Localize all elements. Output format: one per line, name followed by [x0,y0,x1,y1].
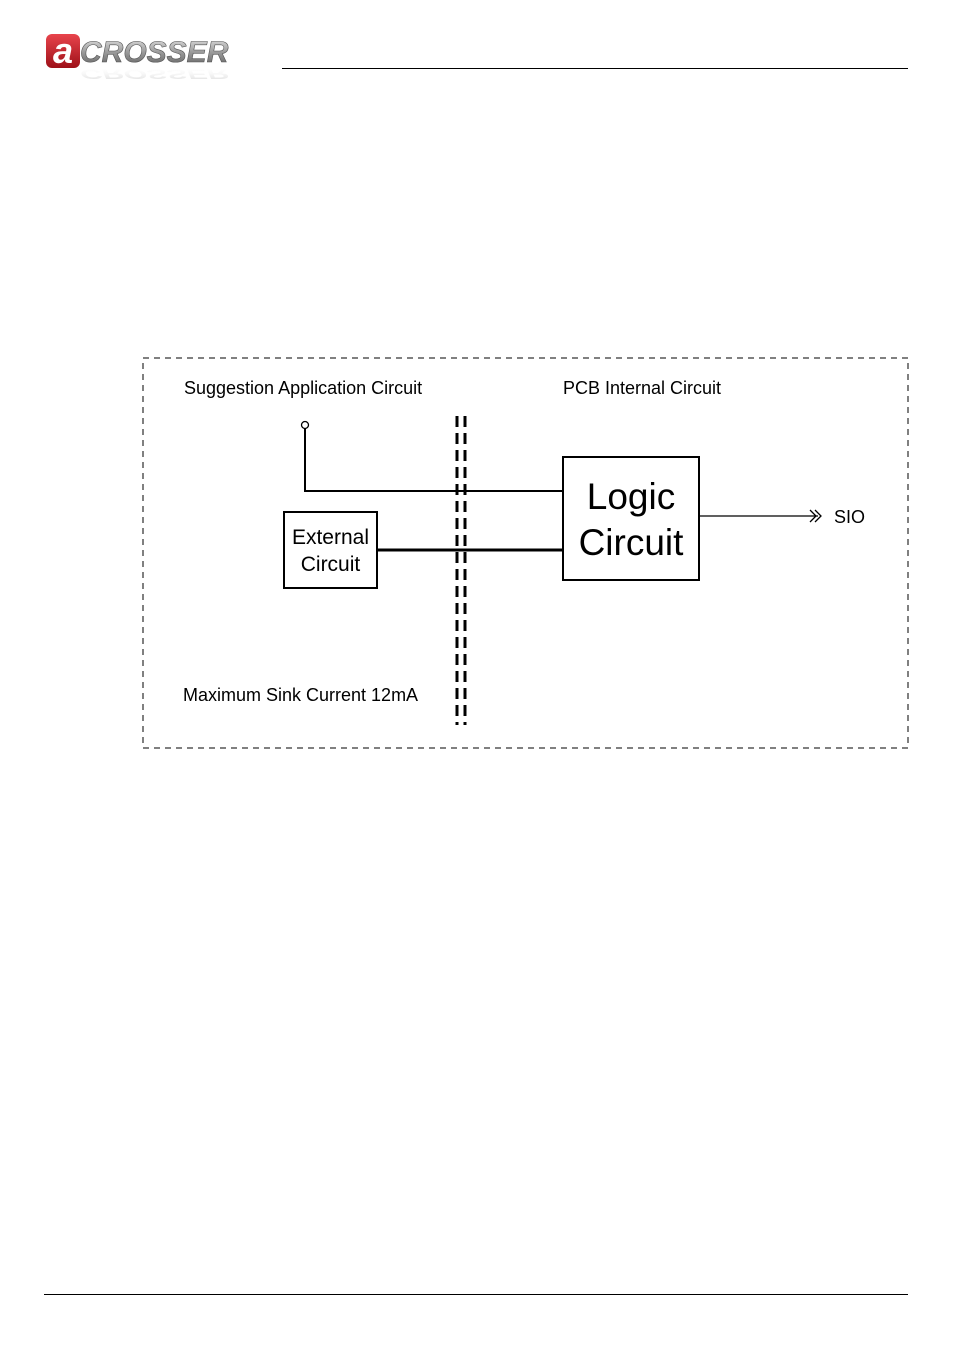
input-wire [305,429,563,492]
logic-box-line1: Logic [587,476,675,517]
sink-current-label: Maximum Sink Current 12mA [183,685,418,705]
external-box-line2: Circuit [301,553,361,576]
input-terminal [302,422,309,429]
output-label: SIO [834,507,865,527]
footer-rule [44,1294,908,1295]
external-box-line1: External [292,526,369,549]
left-section-label: Suggestion Application Circuit [184,378,422,398]
external-circuit-box [284,512,377,588]
logic-box-line2: Circuit [579,522,685,563]
right-section-label: PCB Internal Circuit [563,378,721,398]
